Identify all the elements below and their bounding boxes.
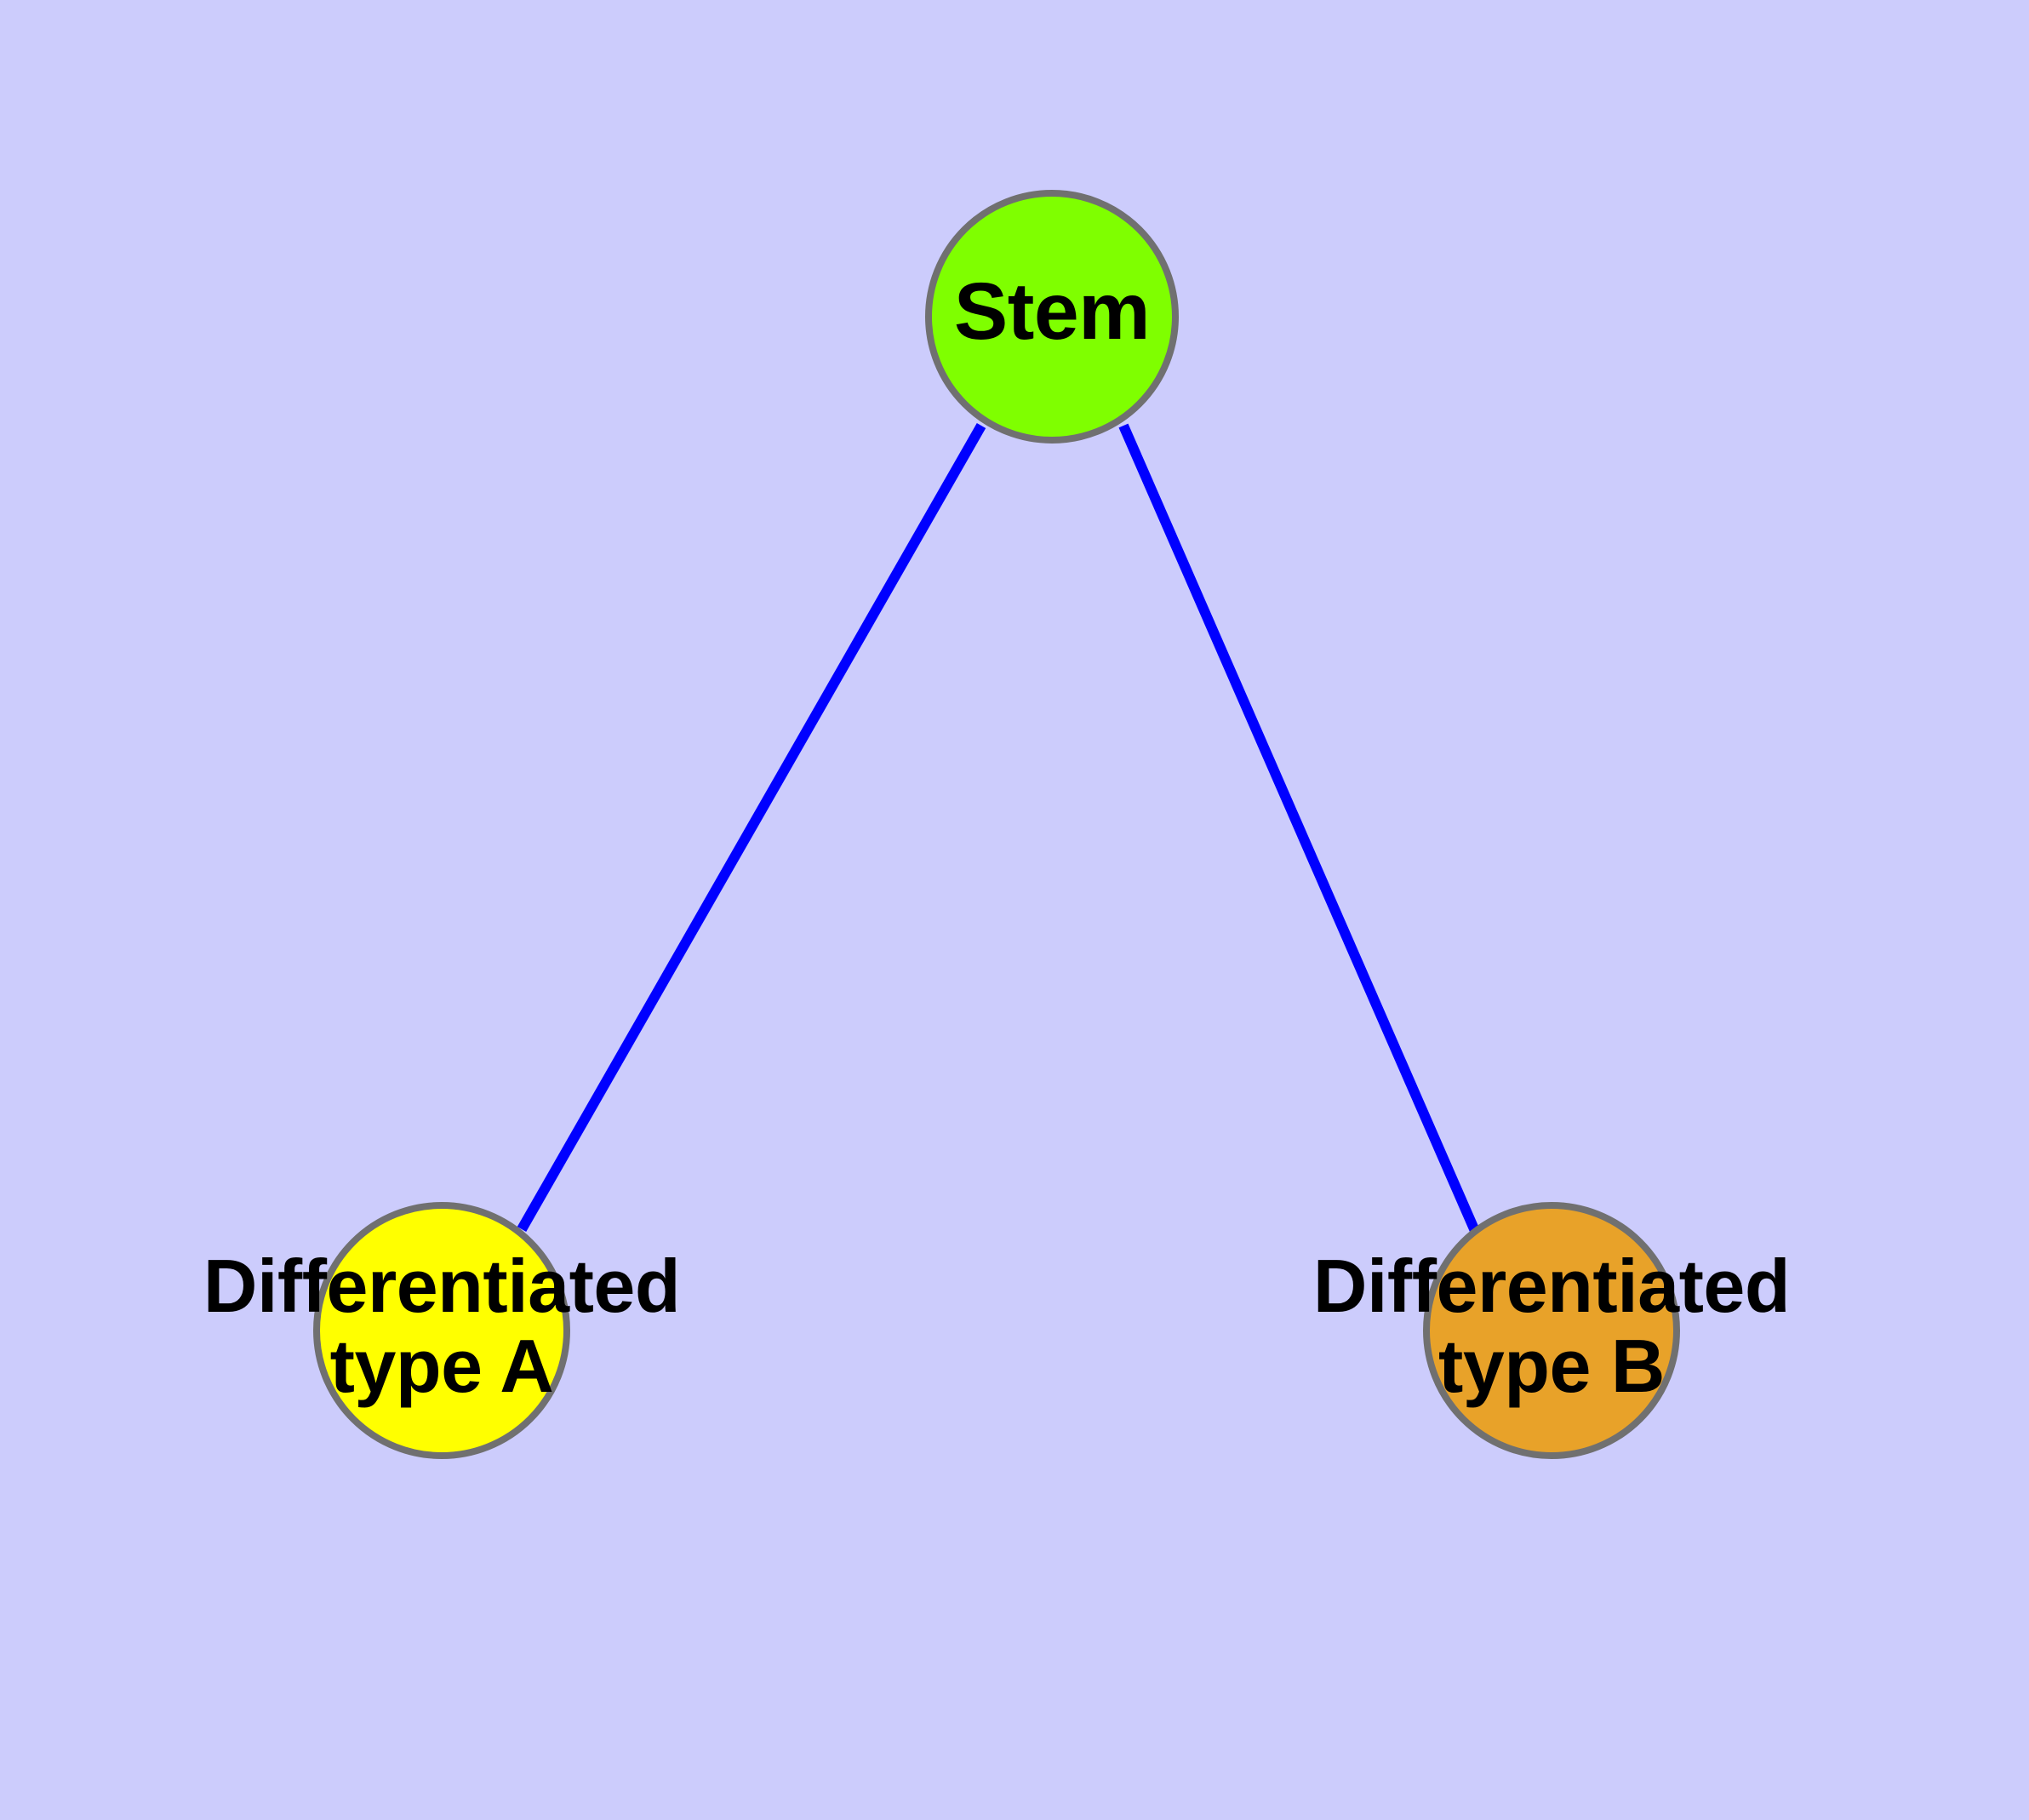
node-stem[interactable] (925, 190, 1179, 444)
node-differentiated-type-b[interactable] (1423, 1202, 1680, 1459)
edge-stem-to-diff-b (1118, 423, 1480, 1233)
edge-stem-to-diff-a (517, 423, 986, 1232)
node-differentiated-type-a[interactable] (313, 1202, 570, 1459)
